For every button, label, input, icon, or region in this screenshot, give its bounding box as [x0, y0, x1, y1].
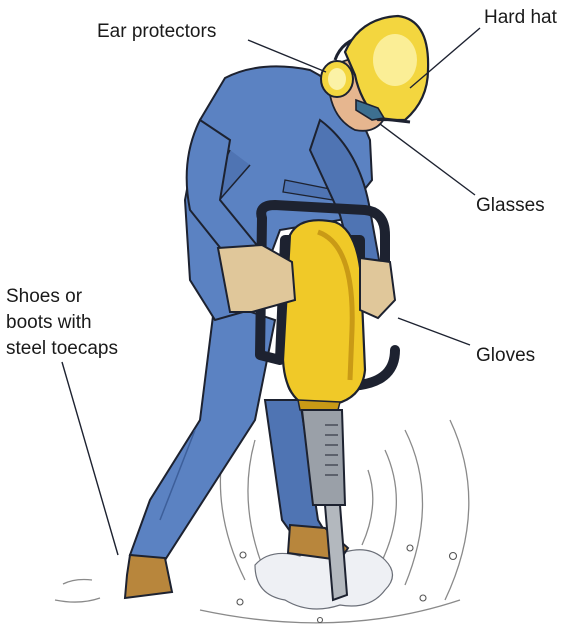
- label-ear-protectors: Ear protectors: [97, 19, 216, 45]
- label-shoes-line-3: steel toecaps: [6, 336, 118, 362]
- label-shoes-line-1: Shoes or: [6, 284, 118, 310]
- label-shoes: Shoes or boots with steel toecaps: [6, 284, 118, 362]
- label-glasses: Glasses: [476, 193, 545, 219]
- label-gloves: Gloves: [476, 343, 535, 369]
- front-boot: [125, 555, 172, 598]
- back-glove: [360, 258, 395, 318]
- label-shoes-line-2: boots with: [6, 310, 118, 336]
- front-leg: [130, 300, 275, 560]
- label-hard-hat: Hard hat: [484, 5, 557, 31]
- vibration-rings: [55, 420, 469, 623]
